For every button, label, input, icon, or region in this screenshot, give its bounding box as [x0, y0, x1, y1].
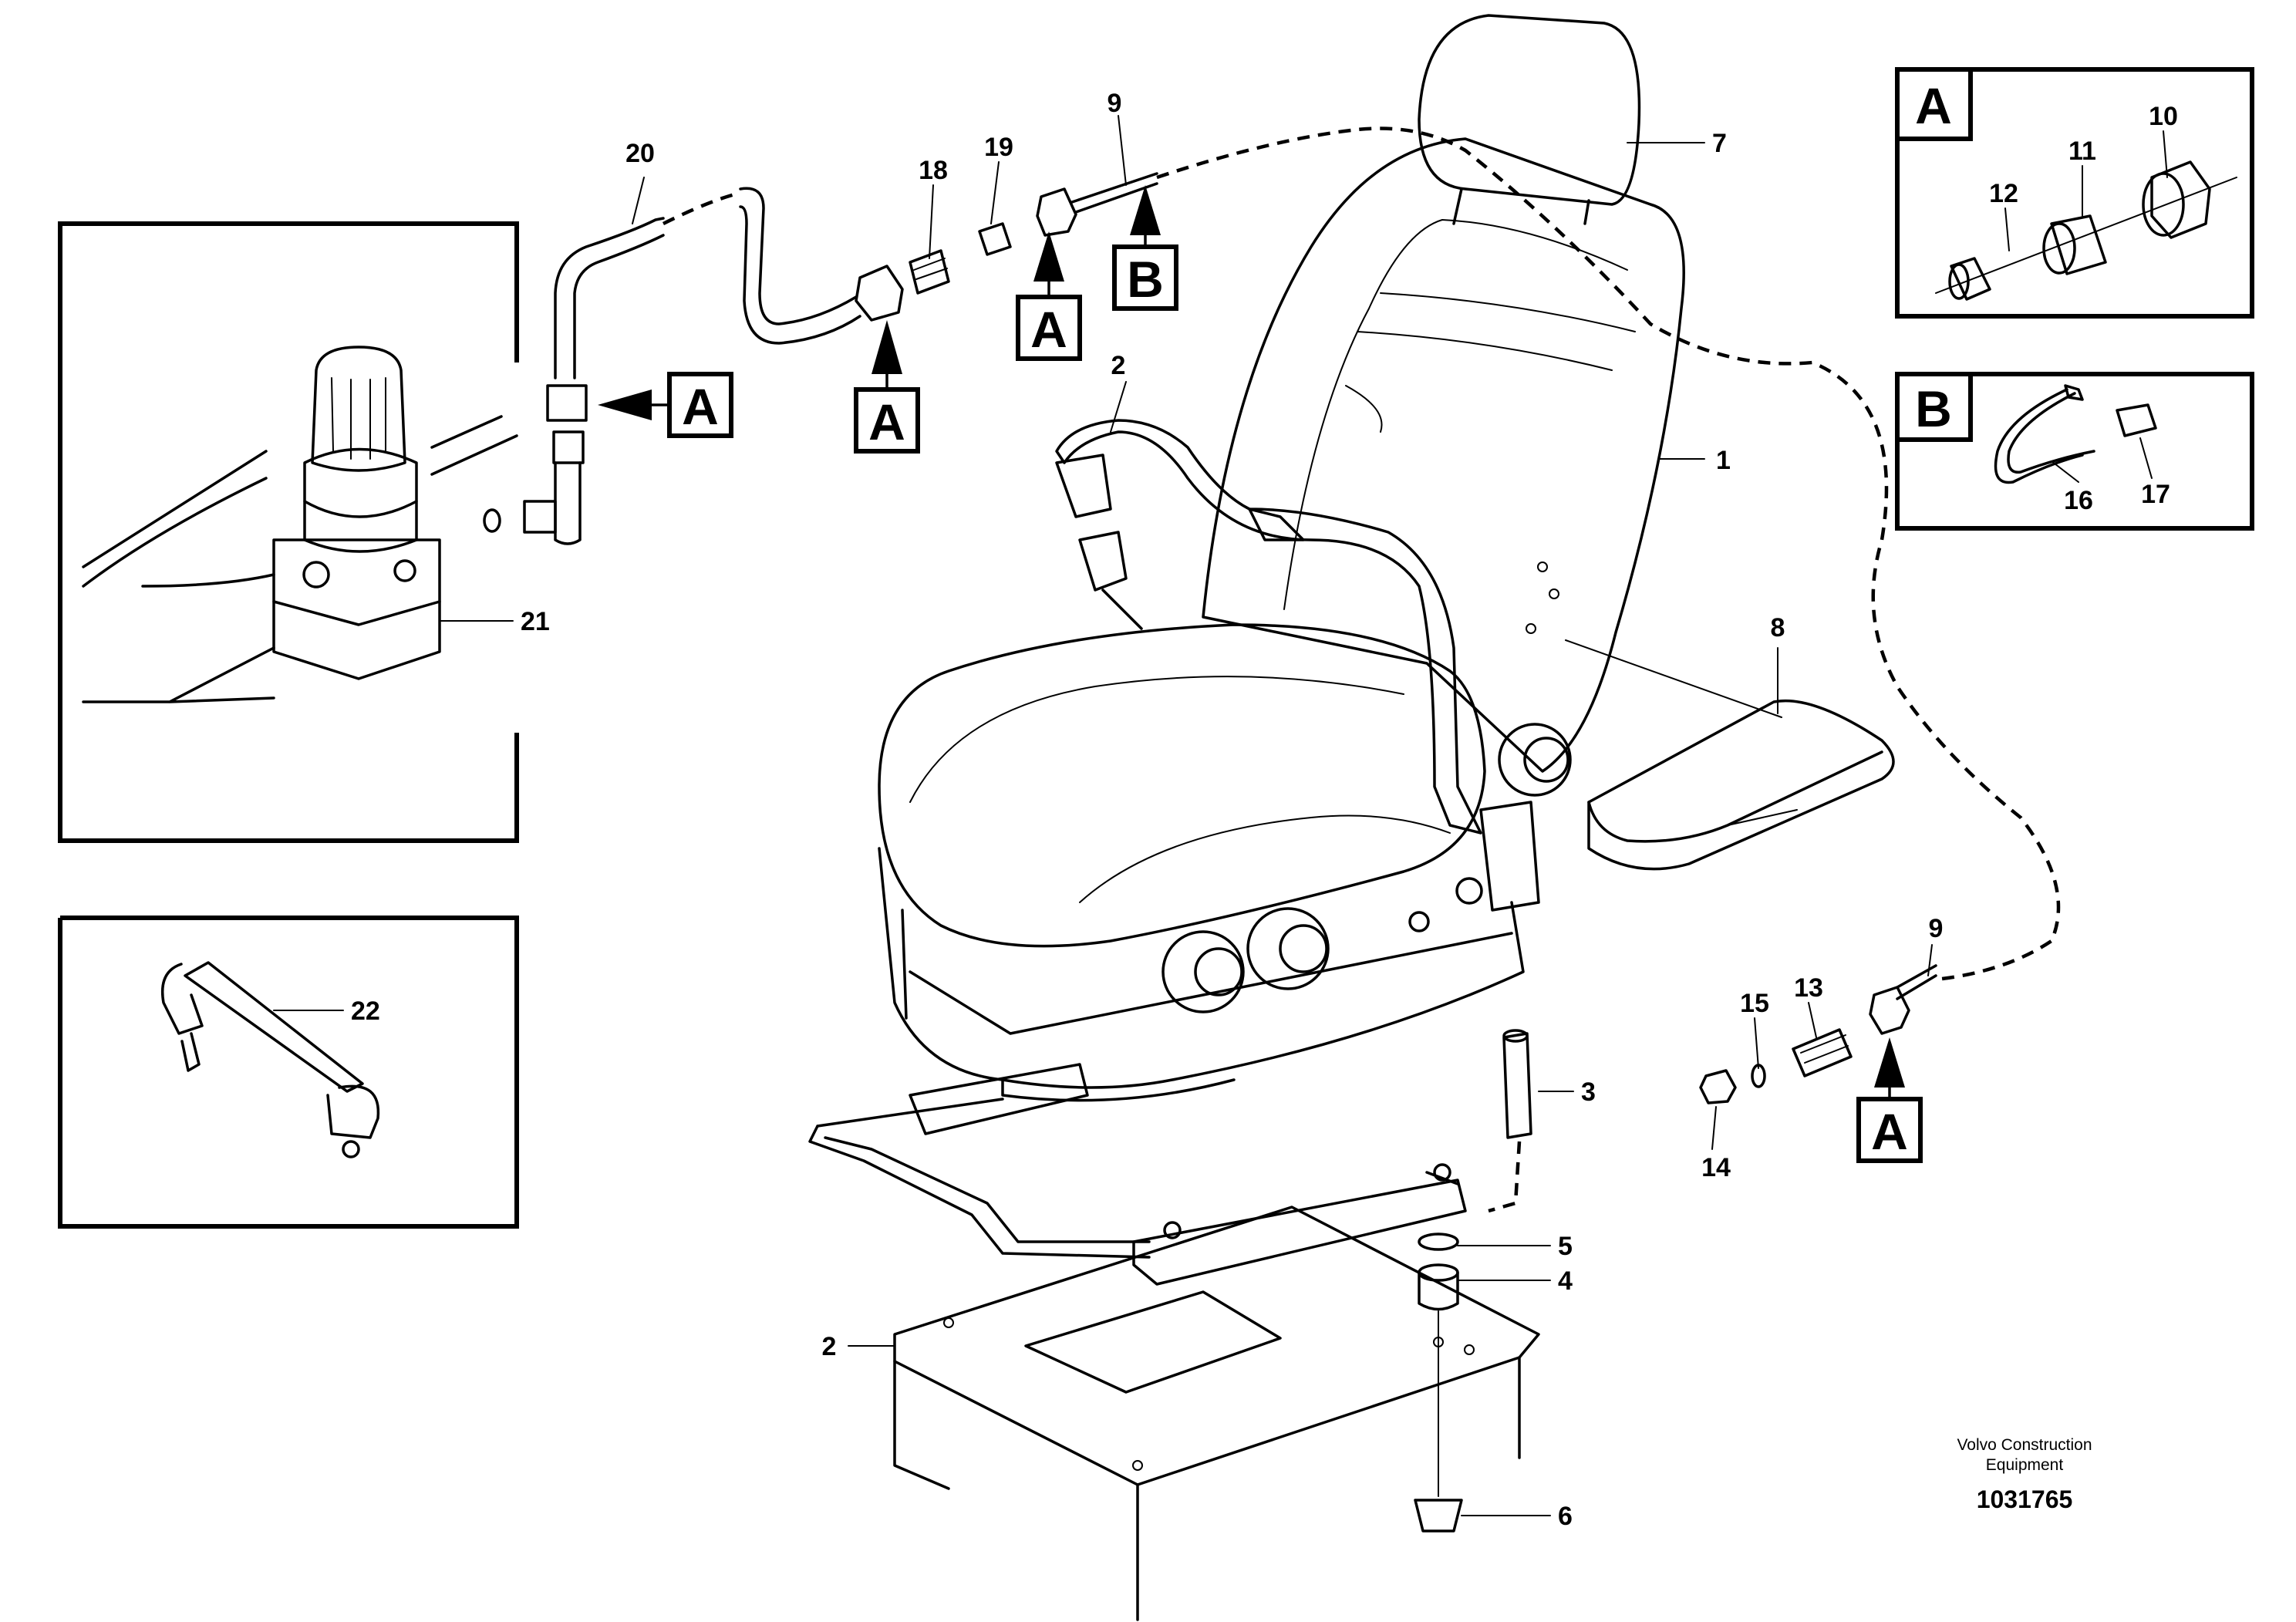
callout-2-belt: 2 — [1111, 351, 1126, 380]
callout-12: 12 — [1989, 179, 2018, 208]
document-number: 1031765 — [1977, 1485, 2073, 1513]
callout-13: 13 — [1794, 973, 1823, 1003]
seat — [878, 14, 1895, 1102]
callout-9-top: 9 — [1108, 89, 1122, 118]
detail-ref-a-regulator: A — [682, 378, 719, 435]
inset-a-label: A — [1915, 77, 1952, 134]
detail-ref-a-nut: A — [1030, 301, 1067, 358]
callout-9-lower: 9 — [1929, 914, 1944, 943]
callout-21: 21 — [521, 607, 550, 636]
callout-22: 22 — [351, 996, 380, 1026]
seat-belt-inset — [58, 916, 519, 1229]
detail-inset-a — [1895, 67, 2254, 319]
callout-6: 6 — [1558, 1502, 1573, 1531]
callout-11: 11 — [2068, 137, 2096, 166]
slide-rails-and-base — [808, 1029, 1540, 1621]
callout-15: 15 — [1740, 989, 1769, 1018]
leader-lines — [273, 115, 2168, 1516]
detail-ref-a-lower: A — [1871, 1103, 1908, 1160]
callout-17: 17 — [2141, 480, 2170, 509]
callout-14: 14 — [1701, 1153, 1731, 1182]
regulator-inset — [58, 221, 588, 843]
inset-b-label: B — [1915, 380, 1952, 437]
callout-2-base: 2 — [822, 1332, 837, 1361]
maker-line-2: Equipment — [1986, 1456, 2064, 1474]
detail-ref-b: B — [1127, 251, 1164, 308]
callout-20: 20 — [625, 139, 655, 168]
callout-16: 16 — [2064, 486, 2093, 515]
callout-19: 19 — [984, 133, 1013, 162]
callout-10: 10 — [2149, 102, 2178, 131]
detail-inset-b — [1895, 372, 2254, 531]
callout-5: 5 — [1558, 1232, 1573, 1261]
callout-1: 1 — [1716, 446, 1731, 475]
detail-references — [598, 185, 1923, 1163]
callout-8: 8 — [1771, 613, 1785, 642]
callout-7: 7 — [1712, 129, 1727, 158]
maker-line-1: Volvo Construction — [1957, 1436, 2092, 1454]
callout-4: 4 — [1558, 1266, 1573, 1296]
callout-18: 18 — [919, 156, 948, 185]
callout-3: 3 — [1581, 1077, 1596, 1107]
detail-ref-a-hose: A — [868, 393, 905, 450]
